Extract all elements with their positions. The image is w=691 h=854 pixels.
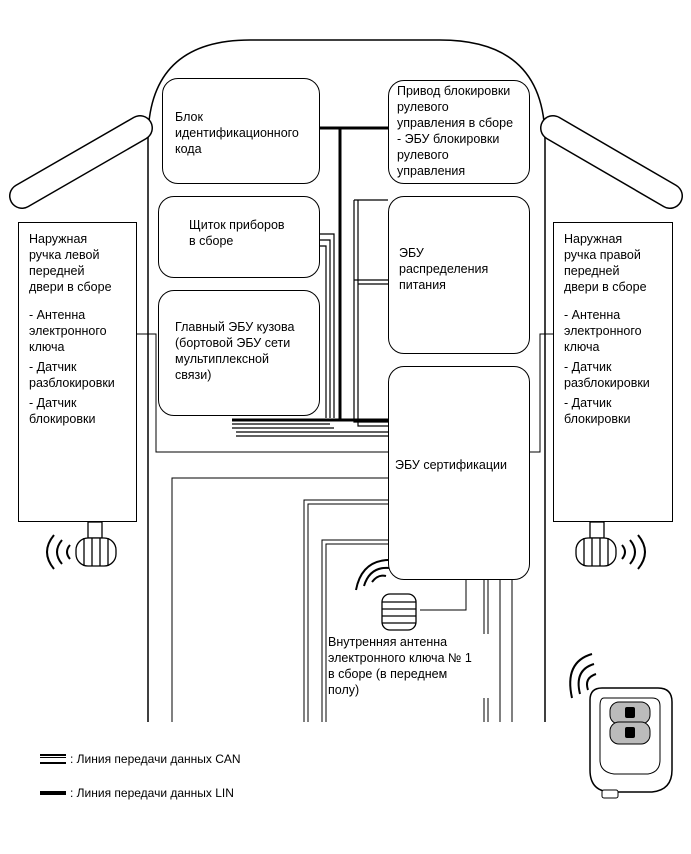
left-mirror xyxy=(9,115,153,209)
floor-antenna-label: Внутренняя антенна электронного ключа № … xyxy=(328,634,498,698)
smart-key-icon xyxy=(589,687,673,799)
unlock-icon xyxy=(625,727,635,738)
antenna-coil-icon xyxy=(381,593,417,631)
left-door-item-lock-sensor: - Датчик блокировки xyxy=(29,396,96,426)
id-code-box: Блок идентификационного кода xyxy=(162,78,320,184)
left-door-item-antenna: - Антенна электронного ключа xyxy=(29,308,107,354)
left-door-antenna xyxy=(75,521,117,567)
right-door-item-unlock-sensor: - Датчик разблокировки xyxy=(564,360,650,390)
lin-lines xyxy=(232,126,390,422)
right-door-title: Наружная ручка правой передней двери в с… xyxy=(564,232,647,294)
lock-icon xyxy=(625,707,635,718)
power-distribution-box: ЭБУ распределения питания xyxy=(388,196,530,354)
right-mirror xyxy=(540,115,683,209)
right-door-item-antenna: - Антенна электронного ключа xyxy=(564,308,642,354)
steering-lock-label: Привод блокировки рулевого управления в … xyxy=(397,84,514,178)
right-door-antenna xyxy=(575,521,617,567)
legend-can-label: : Линия передачи данных CAN xyxy=(70,752,241,766)
left-door-title: Наружная ручка левой передней двери в сб… xyxy=(29,232,112,294)
right-door-item-lock-sensor: - Датчик блокировки xyxy=(564,396,631,426)
vehicle-outline xyxy=(147,39,546,722)
certification-ecu-label: ЭБУ сертификации xyxy=(395,458,507,472)
left-door-handle-box: Наружная ручка левой передней двери в сб… xyxy=(18,222,137,522)
can-lines xyxy=(232,199,388,437)
steering-lock-box: Привод блокировки рулевого управления в … xyxy=(388,80,530,184)
left-door-item-unlock-sensor: - Датчик разблокировки xyxy=(29,360,115,390)
id-code-label: Блок идентификационного кода xyxy=(175,110,299,156)
radio-wave-icon xyxy=(46,534,71,570)
main-body-ecu-box: Главный ЭБУ кузова (бортовой ЭБУ сети му… xyxy=(158,290,320,416)
power-distribution-label: ЭБУ распределения питания xyxy=(399,246,489,292)
certification-ecu-box: ЭБУ сертификации xyxy=(388,366,530,580)
can-line-symbol xyxy=(40,754,66,764)
radio-wave-icon xyxy=(569,653,597,699)
lin-line-symbol xyxy=(40,791,66,795)
instrument-cluster-label: Щиток приборов в сборе xyxy=(189,218,285,248)
legend-lin: : Линия передачи данных LIN xyxy=(40,786,234,800)
right-door-handle-box: Наружная ручка правой передней двери в с… xyxy=(553,222,673,522)
radio-wave-icon xyxy=(621,534,646,570)
instrument-cluster-box: Щиток приборов в сборе xyxy=(158,196,320,278)
legend-lin-label: : Линия передачи данных LIN xyxy=(70,786,234,800)
legend-can: : Линия передачи данных CAN xyxy=(40,752,241,766)
main-body-ecu-label: Главный ЭБУ кузова (бортовой ЭБУ сети му… xyxy=(175,320,295,382)
